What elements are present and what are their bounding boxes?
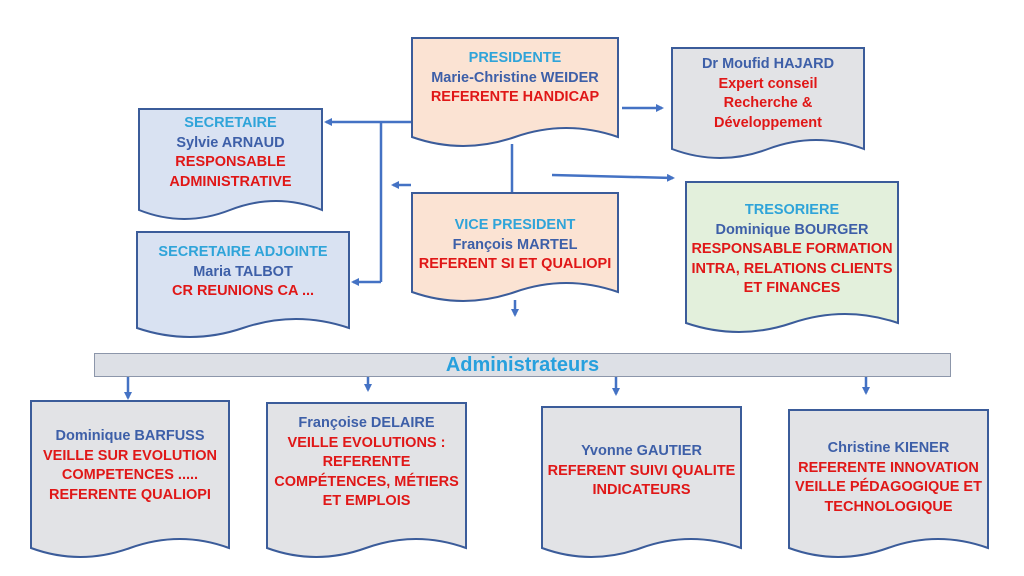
expert-name: Dr Moufid HAJARD [701, 56, 835, 72]
administrateur-2-duty-line-3: COMPÉTENCES, MÉTIERS [274, 473, 459, 490]
administrateur-box-3: Yvonne GAUTIER REFERENT SUIVI QUALITE IN… [541, 406, 742, 563]
administrateur-box-2-shape [266, 402, 467, 558]
secretaire-adjointe-box: SECRETAIRE ADJOINTE Maria TALBOT CR REUN… [136, 231, 350, 338]
presidente-duty: REFERENTE HANDICAP [430, 89, 600, 105]
secretaire-name: Sylvie ARNAUD [176, 134, 285, 151]
administrateurs-banner-label: Administrateurs [445, 353, 600, 376]
administrateur-1-duty-line-1: VEILLE SUR EVOLUTION [42, 447, 217, 464]
administrateur-box-4: Christine KIENER REFERENTE INNOVATION VE… [788, 409, 989, 563]
expert-duty-line-1: Expert conseil [718, 75, 818, 92]
presidente-box: PRESIDENTE Marie-Christine WEIDER REFERE… [411, 37, 619, 147]
administrateur-box-1: Dominique BARFUSS VEILLE SUR EVOLUTION C… [30, 400, 230, 563]
administrateur-4-duty-line-1: REFERENTE INNOVATION [798, 459, 979, 476]
administrateur-3-duty-line-1: REFERENT SUIVI QUALITE [547, 462, 736, 479]
administrateur-box-4-shape [788, 409, 989, 558]
vice-president-box: VICE PRESIDENT François MARTEL REFERENT … [411, 192, 619, 304]
administrateur-box-3-shape [541, 406, 742, 558]
expert-box: Dr Moufid HAJARD Expert conseil Recherch… [671, 47, 865, 159]
administrateur-1-duty-line-3: REFERENTE QUALIOPI [49, 486, 211, 503]
administrateur-3-duty-line-2: INDICATEURS [592, 482, 691, 498]
tresoriere-role: TRESORIERE [744, 202, 840, 218]
secretaire-role: SECRETAIRE [184, 115, 277, 131]
expert-box-shape [671, 47, 865, 159]
administrateur-1-duty-line-2: COMPETENCES ..... [61, 467, 199, 483]
administrateurs-banner: Administrateurs [94, 353, 951, 377]
secretaire-box-shape [138, 108, 323, 220]
administrateur-3-name: Yvonne GAUTIER [581, 443, 702, 459]
vice-president-duty: REFERENT SI ET QUALIOPI [418, 256, 612, 272]
secretaire-adjointe-box-shape [136, 231, 350, 338]
administrateur-box-1-shape [30, 400, 230, 558]
vice-president-role: VICE PRESIDENT [454, 217, 576, 233]
vice-president-name: François MARTEL [452, 236, 578, 253]
tresoriere-duty-line-1: RESPONSABLE FORMATION [691, 241, 893, 257]
secretaire-box: SECRETAIRE Sylvie ARNAUD RESPONSABLE ADM… [138, 108, 323, 220]
expert-duty-line-3: Développement [714, 114, 822, 131]
secretaire-adjointe-name: Maria TALBOT [193, 263, 293, 280]
administrateur-2-name: Françoise DELAIRE [298, 415, 435, 431]
tresoriere-name: Dominique BOURGER [715, 221, 869, 238]
expert-duty-line-2: Recherche & [723, 95, 813, 111]
administrateur-4-duty-line-3: TECHNOLOGIQUE [824, 498, 953, 515]
secretaire-duty-line-1: RESPONSABLE [175, 154, 286, 170]
tresoriere-box: TRESORIERE Dominique BOURGER RESPONSABLE… [685, 181, 899, 337]
administrateur-1-name: Dominique BARFUSS [55, 428, 205, 444]
presidente-name: Marie-Christine WEIDER [431, 69, 599, 86]
arrow-presidente-to-tresoriere [551, 173, 675, 182]
vice-president-box-shape [411, 192, 619, 302]
administrateur-2-duty-line-1: VEILLE EVOLUTIONS : [287, 434, 446, 451]
presidente-role: PRESIDENTE [468, 50, 562, 66]
administrateur-4-duty-line-2: VEILLE PÉDAGOGIQUE ET [795, 479, 982, 495]
presidente-box-shape [411, 37, 619, 147]
tresoriere-duty-line-2: INTRA, RELATIONS CLIENTS [691, 260, 893, 277]
administrateur-4-name: Christine KIENER [827, 440, 950, 456]
tresoriere-duty-line-3: ET FINANCES [743, 280, 841, 296]
administrateur-2-duty-line-2: REFERENTE [322, 454, 411, 470]
secretaire-duty-line-2: ADMINISTRATIVE [169, 173, 292, 190]
administrateur-box-2: Françoise DELAIRE VEILLE EVOLUTIONS : RE… [266, 402, 467, 563]
secretaire-adjointe-duty: CR REUNIONS CA ... [171, 283, 315, 299]
administrateur-2-duty-line-4: ET EMPLOIS [322, 493, 411, 509]
tresoriere-box-shape [685, 181, 899, 333]
secretaire-adjointe-role: SECRETAIRE ADJOINTE [158, 244, 328, 260]
